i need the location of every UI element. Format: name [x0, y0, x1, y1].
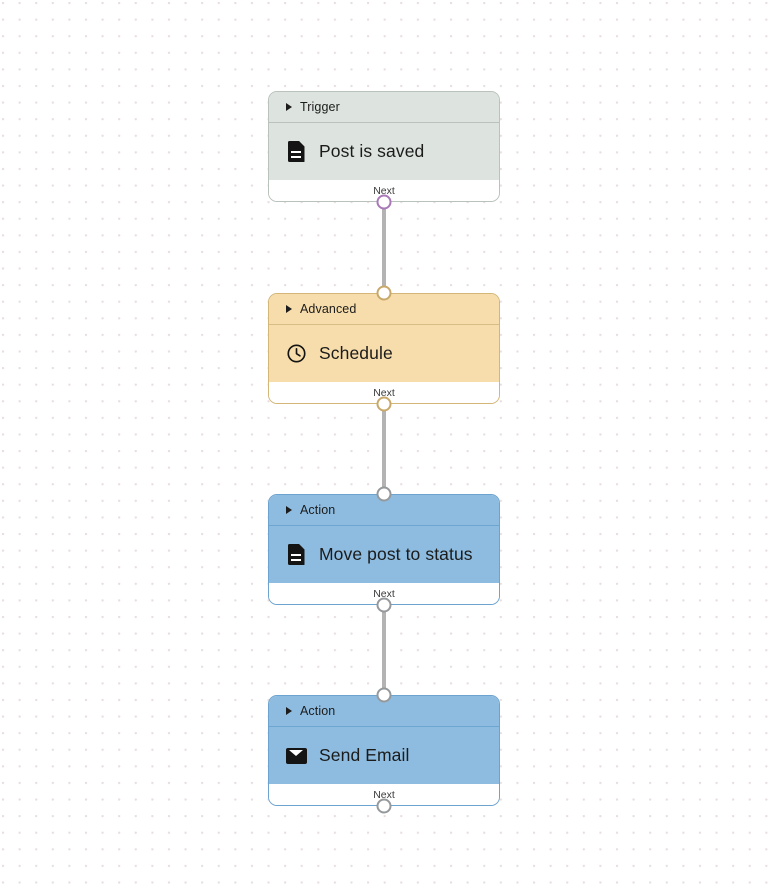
- node-footer-label: Next: [373, 788, 395, 801]
- node-body[interactable]: Send Email: [269, 727, 499, 784]
- node-output-port[interactable]: [376, 396, 392, 412]
- node-surface: Advanced Schedule Next: [268, 293, 500, 404]
- chevron-right-icon[interactable]: [286, 707, 292, 715]
- node-input-port[interactable]: [376, 486, 392, 502]
- node-footer-label: Next: [373, 184, 395, 197]
- clock-icon: [285, 343, 307, 365]
- node-output-port[interactable]: [376, 798, 392, 814]
- header-divider: [269, 525, 499, 526]
- node-output-port[interactable]: [376, 597, 392, 613]
- chevron-right-icon[interactable]: [286, 103, 292, 111]
- workflow-node-action-move[interactable]: Action Move post to status Next: [268, 486, 500, 613]
- chevron-right-icon[interactable]: [286, 506, 292, 514]
- node-output-port[interactable]: [376, 194, 392, 210]
- node-surface: Action Move post to status Next: [268, 494, 500, 605]
- node-title: Post is saved: [319, 141, 425, 161]
- node-surface: Trigger Post is saved Next: [268, 91, 500, 202]
- header-divider: [269, 122, 499, 123]
- node-category-label: Action: [300, 704, 336, 718]
- workflow-node-advanced[interactable]: Advanced Schedule Next: [268, 285, 500, 412]
- node-input-port[interactable]: [376, 687, 392, 703]
- document-icon: [285, 544, 307, 566]
- node-footer-next[interactable]: Next: [269, 180, 499, 201]
- node-surface: Action Send Email Next: [268, 695, 500, 806]
- chevron-right-icon[interactable]: [286, 305, 292, 313]
- node-body[interactable]: Move post to status: [269, 526, 499, 583]
- node-title: Move post to status: [319, 544, 473, 564]
- node-category-label: Trigger: [300, 100, 340, 114]
- document-icon: [285, 141, 307, 163]
- node-title: Schedule: [319, 343, 393, 363]
- node-category-label: Action: [300, 503, 336, 517]
- workflow-node-action-email[interactable]: Action Send Email Next: [268, 687, 500, 814]
- node-body[interactable]: Post is saved: [269, 123, 499, 180]
- node-footer-next[interactable]: Next: [269, 784, 499, 805]
- node-category-label: Advanced: [300, 302, 357, 316]
- header-divider: [269, 726, 499, 727]
- node-title: Send Email: [319, 745, 410, 765]
- node-input-port[interactable]: [376, 285, 392, 301]
- header-divider: [269, 324, 499, 325]
- workflow-node-trigger[interactable]: Trigger Post is saved Next: [268, 91, 500, 210]
- envelope-icon: [285, 745, 307, 767]
- node-header[interactable]: Trigger: [269, 92, 499, 122]
- node-body[interactable]: Schedule: [269, 325, 499, 382]
